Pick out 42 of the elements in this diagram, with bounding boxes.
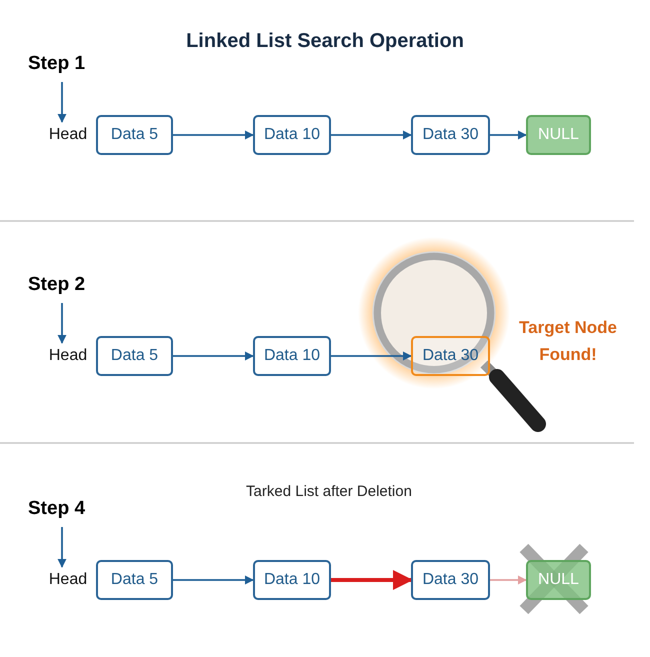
list-node-box: [253, 336, 331, 376]
step-label: Step 2: [28, 274, 86, 296]
null-box: [526, 560, 591, 600]
node-text: Data 30: [422, 571, 479, 589]
arrow: [173, 130, 254, 140]
arrow: [58, 303, 66, 344]
list-node-box: [96, 336, 173, 376]
node-text: Data 30: [422, 347, 479, 365]
head-label: Head: [48, 347, 88, 365]
list-node-box: [411, 115, 490, 155]
section-heading: Tarked List after Deletion: [245, 482, 413, 502]
callout-text: Target Node Found!: [518, 317, 618, 366]
node-text: Data 5: [110, 126, 158, 144]
arrow: [173, 576, 254, 584]
list-node-box: [96, 560, 173, 600]
head-label: Head: [48, 571, 88, 589]
node-text: Data 5: [110, 347, 158, 365]
node-text: NULL: [538, 571, 579, 589]
node-text: Data 30: [422, 126, 479, 144]
null-box: [526, 115, 591, 155]
arrow: [58, 82, 66, 123]
node-text: Data 10: [264, 126, 320, 144]
arrow: [331, 130, 412, 140]
head-label: Head: [48, 126, 88, 144]
list-node-box: [253, 560, 331, 600]
arrow: [58, 527, 66, 568]
node-text: Data 10: [264, 347, 320, 365]
list-node-box: [96, 115, 173, 155]
arrow: [331, 570, 413, 590]
arrow: [490, 576, 527, 584]
arrow: [173, 352, 254, 360]
arrow: [490, 130, 527, 140]
list-node-box: [411, 560, 490, 600]
title: Linked List Search Operation: [185, 30, 465, 53]
step-label: Step 4: [28, 498, 86, 520]
node-text: Data 5: [110, 571, 158, 589]
arrow: [331, 352, 412, 360]
node-text: Data 10: [264, 571, 320, 589]
node-text: NULL: [538, 126, 579, 144]
target-node-box: [411, 336, 490, 376]
list-node-box: [253, 115, 331, 155]
step-label: Step 1: [28, 53, 86, 75]
